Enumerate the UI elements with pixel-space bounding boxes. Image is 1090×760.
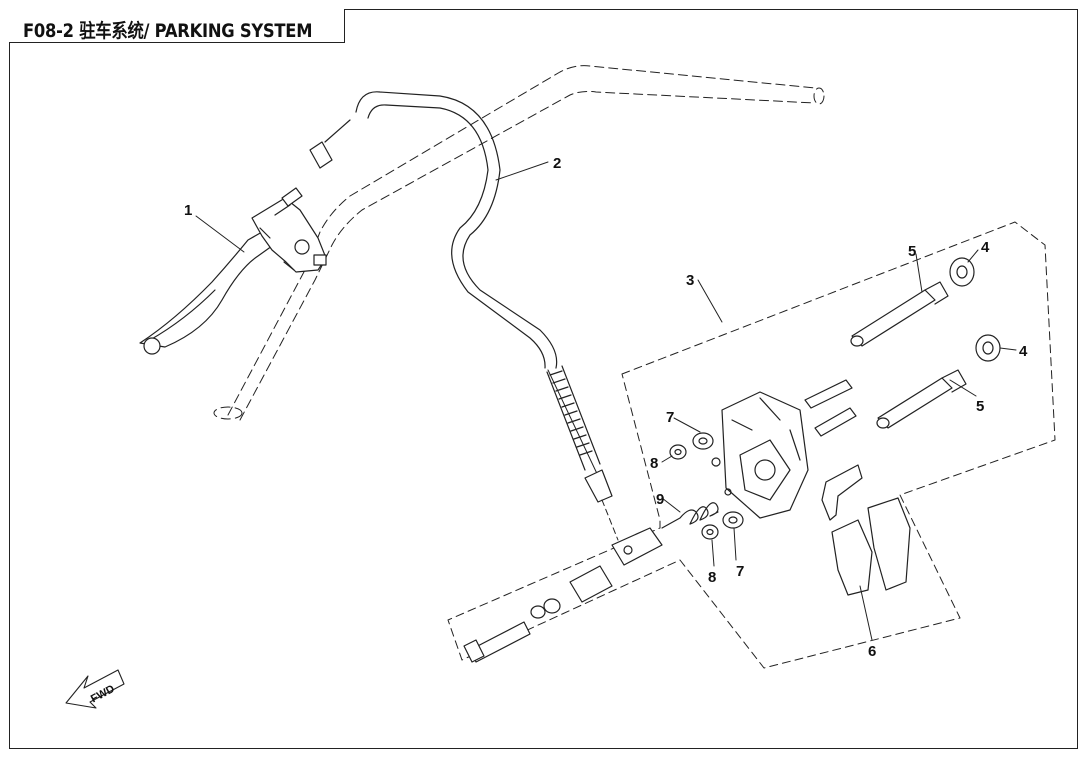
title-box: F08-2 驻车系统/ PARKING SYSTEM xyxy=(9,9,345,43)
handlebar xyxy=(213,65,825,421)
caliper-body xyxy=(721,391,809,519)
callout-4-upper: 4 xyxy=(981,239,990,256)
part-2-cable xyxy=(355,91,619,541)
callout-2: 2 xyxy=(553,155,561,172)
cable-boot-spring xyxy=(546,365,601,471)
callout-5-lower: 5 xyxy=(976,398,984,415)
part-5-pin-lower xyxy=(876,369,967,429)
fwd-arrow-icon xyxy=(65,669,125,709)
part-9-return-spring xyxy=(661,502,719,529)
callout-5-upper: 5 xyxy=(908,243,916,260)
part-5-pin-upper xyxy=(850,281,949,347)
callout-6: 6 xyxy=(868,643,876,660)
callout-4-lower: 4 xyxy=(1019,343,1028,360)
callout-9: 9 xyxy=(656,491,664,508)
callout-7-upper: 7 xyxy=(666,409,674,426)
page-title: F08-2 驻车系统/ PARKING SYSTEM xyxy=(23,20,313,42)
part-8-ring-lower xyxy=(701,524,719,540)
drawing-frame xyxy=(9,9,1078,749)
callout-8-lower: 8 xyxy=(708,569,716,586)
part-7-washer-upper xyxy=(692,432,714,450)
actuating-arm xyxy=(611,527,663,566)
part-8-ring-upper xyxy=(669,444,687,460)
part-7-washer-lower xyxy=(722,511,744,529)
callout-8-upper: 8 xyxy=(650,455,658,472)
part-4-bushing-lower xyxy=(975,334,1001,362)
cam-shaft xyxy=(569,565,613,603)
callout-3: 3 xyxy=(686,272,694,289)
callout-1: 1 xyxy=(184,202,192,219)
callout-labels: 1 2 3 4 4 5 5 6 7 7 8 8 9 FWD xyxy=(89,155,1028,705)
bracket-clip xyxy=(821,464,863,521)
caliper-group-boundary xyxy=(447,221,1056,669)
callout-7-lower: 7 xyxy=(736,563,744,580)
part-4-bushing-upper xyxy=(949,257,975,287)
leader-lines xyxy=(195,161,1017,641)
part-6-brake-pads xyxy=(831,497,911,596)
part-1-lever-assembly xyxy=(139,119,351,355)
